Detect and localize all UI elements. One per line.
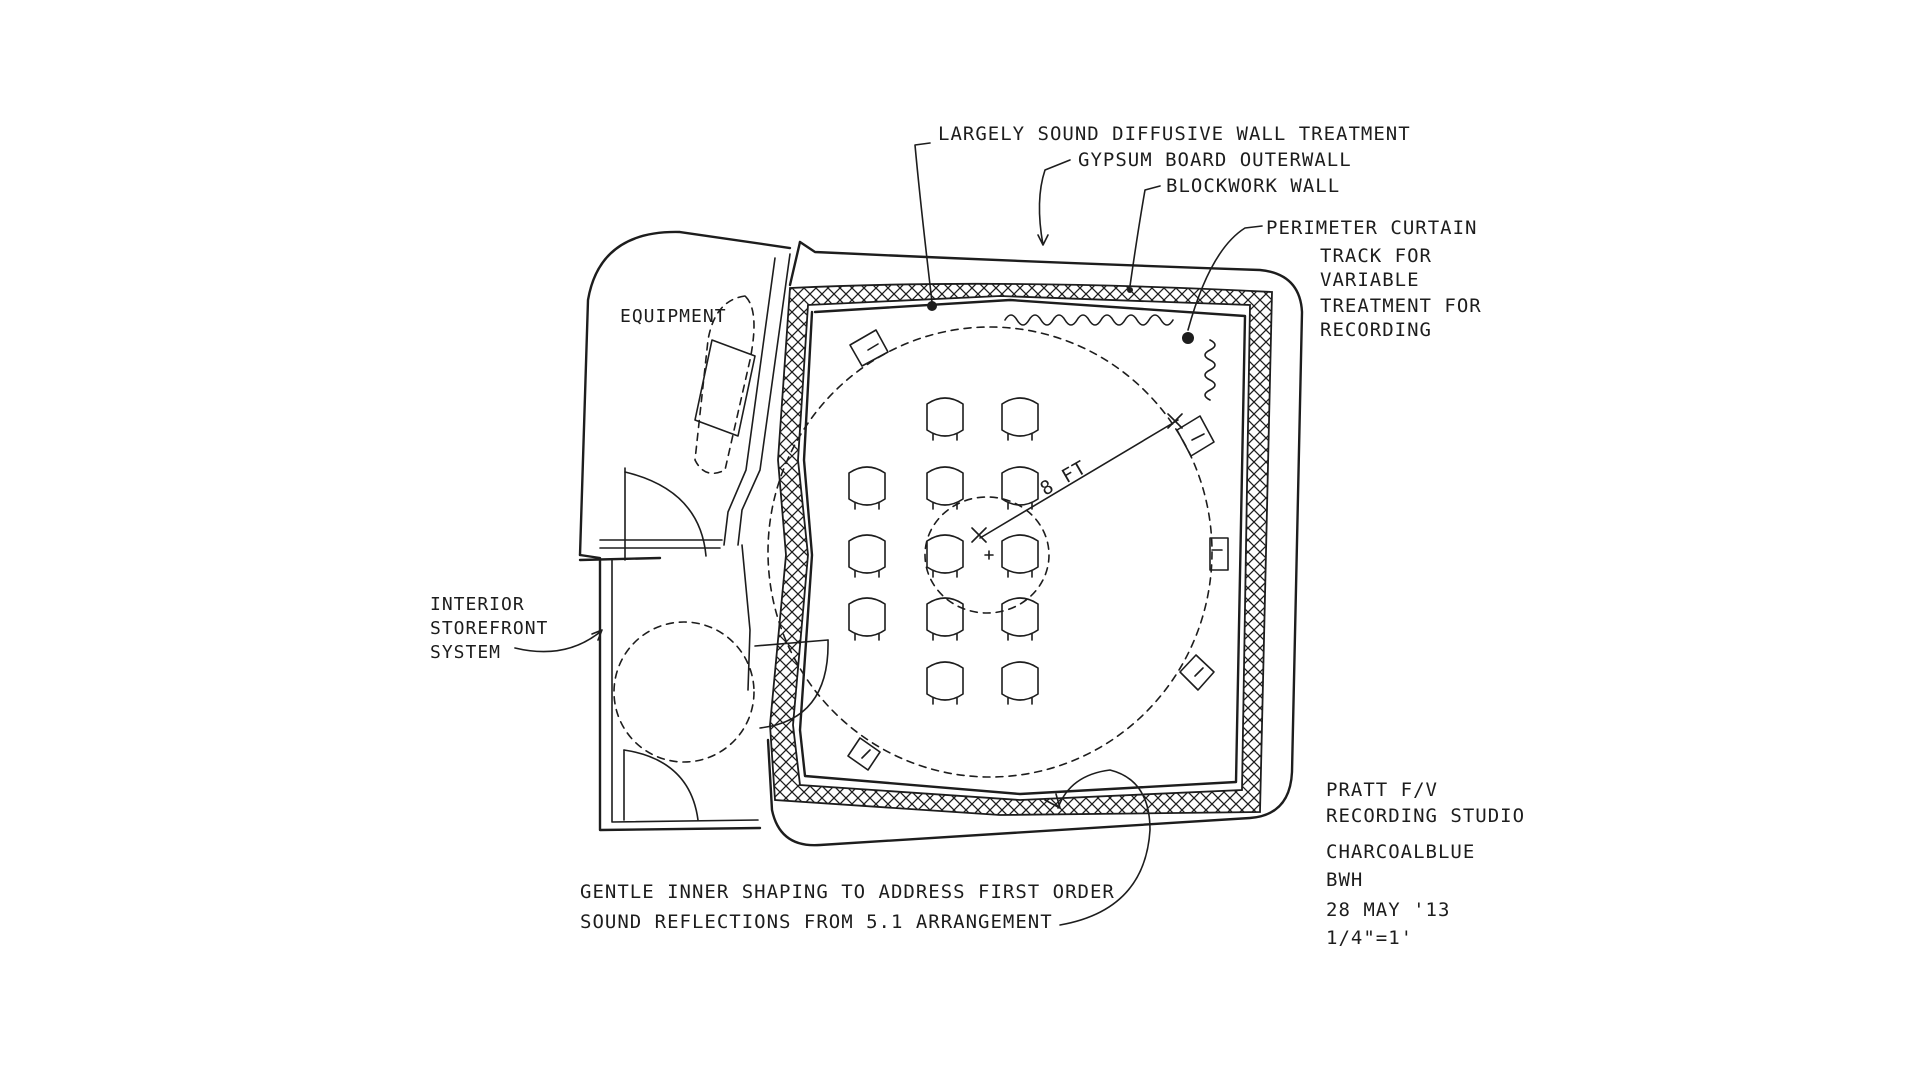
door-studio bbox=[754, 639, 829, 729]
curtain-line-2: track for bbox=[1320, 245, 1432, 267]
title-firm: CharcoalBlue bbox=[1326, 841, 1475, 863]
equipment-rack-zone bbox=[694, 295, 755, 475]
title-initials: BWH bbox=[1326, 869, 1363, 891]
diffuser-point bbox=[927, 301, 937, 311]
chair bbox=[926, 466, 964, 510]
outer-wall bbox=[578, 230, 1304, 847]
chair bbox=[1001, 661, 1039, 705]
leader-lines bbox=[514, 142, 1263, 926]
label-blockwork: Blockwork wall bbox=[1166, 175, 1340, 197]
equipment-rack bbox=[694, 339, 756, 437]
speaker-center bbox=[1176, 415, 1215, 457]
curtain-line-1: Perimeter curtain bbox=[1266, 217, 1477, 239]
blockwork-point bbox=[1127, 287, 1133, 293]
dimension-label: 8 ft bbox=[1037, 456, 1091, 500]
shaping-line-2: sound reflections from 5.1 arrangement bbox=[580, 911, 1053, 933]
chair bbox=[848, 466, 886, 510]
door-lobby bbox=[623, 749, 699, 821]
perimeter-curtain bbox=[1004, 314, 1216, 401]
speaker-rear-right bbox=[1179, 654, 1215, 691]
storefront-line-3: system bbox=[430, 642, 501, 663]
door-equipment bbox=[624, 467, 707, 561]
curtain-line-3: variable bbox=[1320, 269, 1420, 291]
seating bbox=[848, 397, 1039, 705]
chair bbox=[926, 534, 964, 578]
chair bbox=[926, 397, 964, 441]
chair bbox=[1001, 466, 1039, 510]
speaker-right bbox=[1209, 537, 1229, 571]
center-mark bbox=[971, 413, 1183, 560]
label-gypsum: Gypsum board outerwall bbox=[1078, 149, 1352, 171]
title-project-1: Pratt F/V bbox=[1326, 779, 1438, 801]
curtain-track-point bbox=[1182, 332, 1194, 344]
blockwork-wall bbox=[769, 282, 1273, 816]
curtain-line-5: recording bbox=[1320, 319, 1432, 341]
chair bbox=[1001, 597, 1039, 641]
chair bbox=[926, 661, 964, 705]
chair bbox=[1001, 397, 1039, 441]
chair bbox=[848, 597, 886, 641]
speaker-rear-left bbox=[847, 737, 881, 771]
title-scale: 1/4"=1' bbox=[1326, 927, 1413, 949]
inner-room-wall bbox=[798, 298, 1247, 796]
storefront-line-1: Interior bbox=[430, 594, 525, 615]
title-date: 28 May '13 bbox=[1326, 899, 1450, 921]
label-equipment: Equipment bbox=[620, 306, 727, 327]
chair bbox=[848, 534, 886, 578]
storefront-line-2: storefront bbox=[430, 618, 548, 639]
label-storefront: Interior storefront system bbox=[430, 594, 548, 663]
label-curtain: Perimeter curtain track for variable tre… bbox=[1266, 217, 1482, 341]
radius-dimension-line bbox=[979, 419, 1179, 539]
label-shaping: Gentle inner shaping to address first or… bbox=[580, 881, 1115, 933]
speaker-circle bbox=[767, 326, 1213, 778]
listening-circle bbox=[924, 496, 1050, 614]
title-block: Pratt F/V Recording Studio CharcoalBlue … bbox=[1326, 779, 1525, 949]
lobby-door-swing bbox=[613, 621, 755, 763]
chair bbox=[926, 597, 964, 641]
shaping-line-1: Gentle inner shaping to address first or… bbox=[580, 881, 1115, 903]
title-project-2: Recording Studio bbox=[1326, 805, 1525, 827]
chair bbox=[1001, 534, 1039, 578]
curtain-line-4: treatment for bbox=[1320, 295, 1482, 317]
speaker-front-left bbox=[849, 329, 889, 367]
label-diffusive: Largely sound diffusive wall treatment bbox=[938, 123, 1411, 145]
